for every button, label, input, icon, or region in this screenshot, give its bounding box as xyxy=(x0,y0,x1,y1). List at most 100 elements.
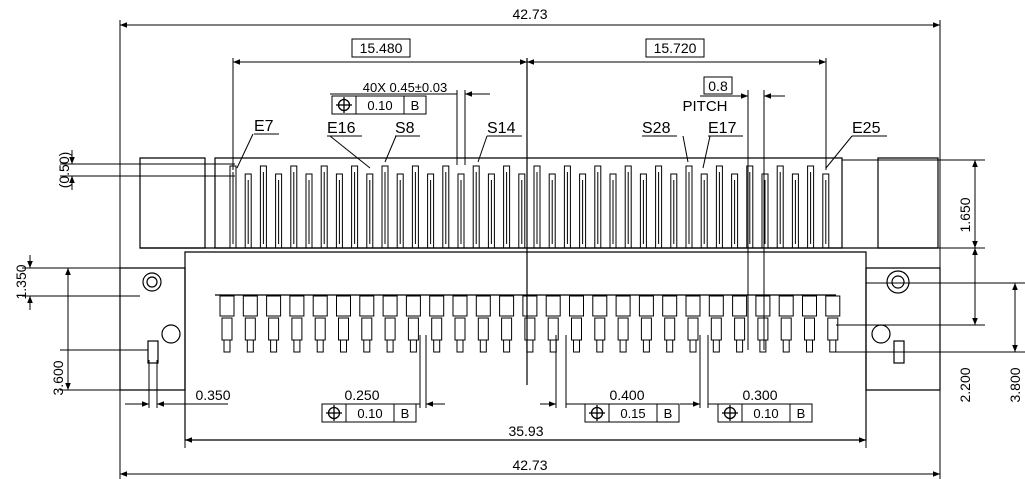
solder-tip xyxy=(573,339,580,353)
position-tolerance-icon xyxy=(326,405,342,421)
solder-tab xyxy=(732,295,748,317)
pin-label-s8: S8 xyxy=(395,120,415,137)
solder-tab xyxy=(266,295,282,317)
solder-tip xyxy=(246,339,254,353)
pin-label-e17: E17 xyxy=(708,120,737,137)
solder-tab xyxy=(499,295,515,317)
contact-pin xyxy=(244,173,252,249)
tolerance-value-bottom-mid: 0.15 xyxy=(620,406,645,421)
dim-height-1650: 1.650 xyxy=(957,197,973,232)
solder-tab xyxy=(405,295,421,317)
contact-pin xyxy=(655,165,663,249)
contact-pin xyxy=(366,173,374,249)
solder-lead xyxy=(314,317,326,341)
solder-lead xyxy=(804,317,815,341)
contact-pin xyxy=(563,165,571,249)
solder-lead xyxy=(361,317,373,341)
contact-pin xyxy=(351,165,359,249)
solder-tab xyxy=(755,295,771,317)
solder-tip xyxy=(340,339,347,353)
solder-tip xyxy=(316,339,324,353)
solder-lead xyxy=(338,317,349,341)
pin-label-s14: S14 xyxy=(487,120,516,137)
solder-tip xyxy=(526,339,534,353)
solder-lead xyxy=(734,317,746,341)
contact-pin xyxy=(594,165,602,249)
solder-lead xyxy=(268,317,280,341)
solder-tab xyxy=(569,295,584,317)
contact-pin xyxy=(761,173,769,249)
pin-count-note: 40X 0.45±0.03 xyxy=(363,80,447,95)
solder-lead xyxy=(221,317,233,341)
basic-dim-box-right xyxy=(645,38,705,58)
solder-tab xyxy=(545,295,561,317)
contact-pin xyxy=(442,165,450,249)
solder-tip xyxy=(456,339,464,353)
contact-pin xyxy=(548,173,556,249)
solder-tab xyxy=(219,295,235,317)
contact-pin xyxy=(472,165,480,249)
solder-lead xyxy=(827,317,839,341)
pin-label-e16: E16 xyxy=(327,120,356,137)
contact-pin xyxy=(609,173,617,249)
dim-height-3600: 3.600 xyxy=(50,360,66,395)
solder-tab xyxy=(336,295,351,317)
contact-pin xyxy=(290,165,298,249)
solder-tip xyxy=(409,339,417,353)
solder-lead xyxy=(547,317,559,341)
solder-lead xyxy=(384,317,396,341)
contact-pin xyxy=(533,165,541,249)
solder-tip xyxy=(223,339,231,353)
contact-pin xyxy=(335,173,343,249)
dim-right-span: 15.720 xyxy=(654,40,697,56)
contact-pin xyxy=(670,173,678,249)
pitch-box xyxy=(703,76,733,95)
dim-height-3800: 3.800 xyxy=(1007,367,1023,402)
dim-pitch-value: 0.8 xyxy=(708,78,728,94)
tolerance-frame-top: 0.10 B xyxy=(331,95,427,115)
dim-gap-0300: 0.300 xyxy=(742,387,777,403)
solder-lead xyxy=(640,317,652,341)
solder-tab xyxy=(825,295,841,317)
solder-tip xyxy=(596,339,604,353)
solder-tip xyxy=(549,339,557,353)
contact-pin xyxy=(624,165,632,249)
solder-tab xyxy=(429,295,445,317)
solder-tab xyxy=(359,295,375,317)
solder-lead xyxy=(477,317,489,341)
contact-pin xyxy=(487,173,495,249)
solder-lead xyxy=(291,317,303,341)
solder-tab xyxy=(638,295,654,317)
solder-tab xyxy=(685,295,701,317)
solder-lead xyxy=(407,317,419,341)
tolerance-datum-top: B xyxy=(411,98,420,113)
solder-tip xyxy=(806,339,813,353)
position-tolerance-icon xyxy=(589,405,605,421)
contact-pin xyxy=(259,165,267,249)
tolerance-value-bottom-left: 0.10 xyxy=(357,406,382,421)
basic-dim-box-left xyxy=(351,38,411,58)
tolerance-frame-bottom-right: 0.10 B xyxy=(717,403,813,423)
dim-pitch-label: PITCH xyxy=(683,98,728,115)
pin-label-e7: E7 xyxy=(254,118,274,135)
tolerance-frame-bottom-mid: 0.15 B xyxy=(584,403,680,423)
dim-height-1350: 1.350 xyxy=(13,264,29,299)
solder-tip xyxy=(712,339,720,353)
solder-tab xyxy=(242,295,258,317)
contact-pin xyxy=(320,165,328,249)
solder-tab xyxy=(289,295,305,317)
solder-tab xyxy=(452,295,468,317)
solder-tab xyxy=(778,295,794,317)
solder-tip xyxy=(433,339,441,353)
solder-tab xyxy=(615,295,631,317)
contact-pin xyxy=(275,173,283,249)
solder-lead xyxy=(617,317,629,341)
contact-pin xyxy=(579,173,587,249)
contact-pin xyxy=(715,165,723,249)
dim-height-2200: 2.200 xyxy=(957,367,973,402)
solder-lead xyxy=(571,317,582,341)
solder-tab xyxy=(802,295,817,317)
solder-lead xyxy=(454,317,466,341)
contact-pin xyxy=(807,165,815,249)
